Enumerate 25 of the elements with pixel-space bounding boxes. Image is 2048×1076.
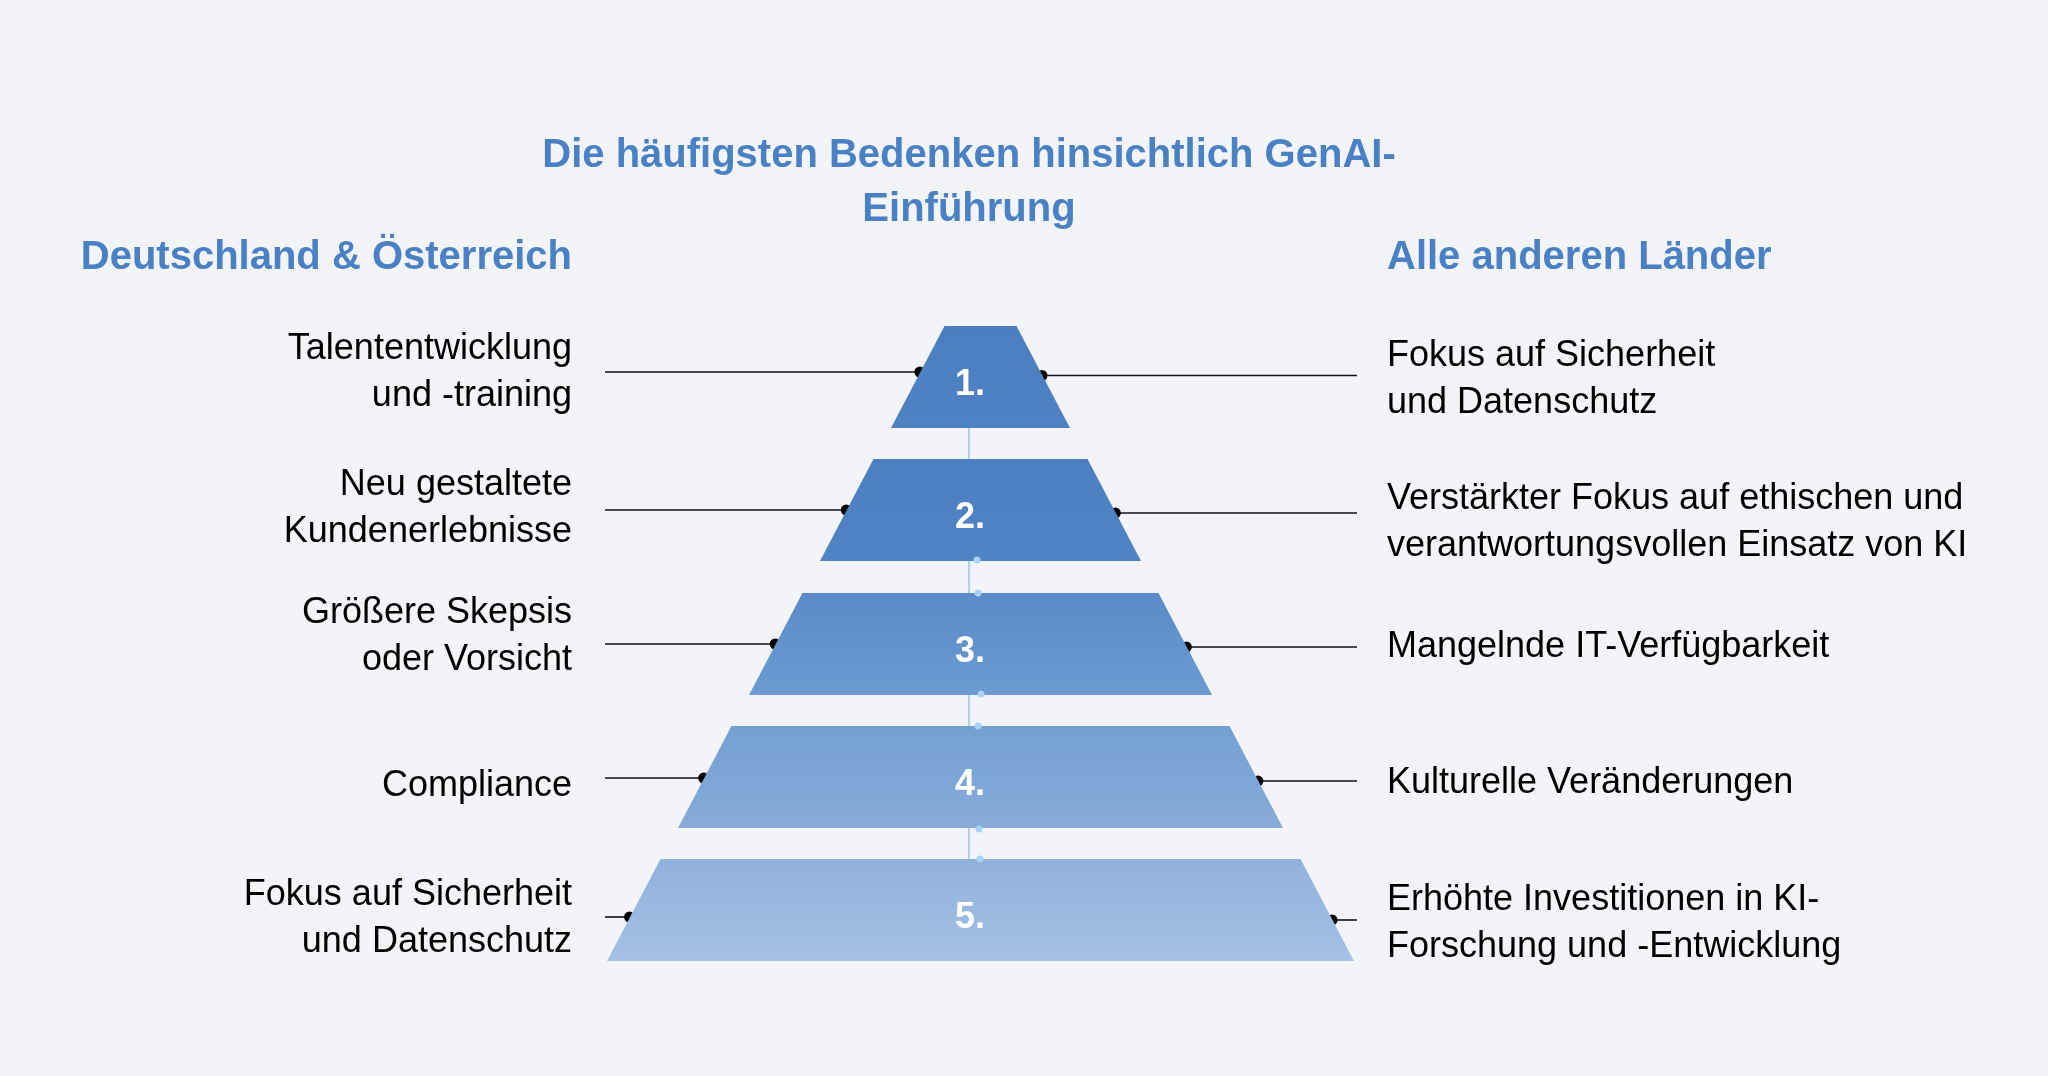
pyramid-tier: 5. xyxy=(606,859,1354,961)
concern-label: Mangelnde IT-Verfügbarkeit xyxy=(1387,621,1830,668)
concern-label: Neu gestaltete Kundenerlebnisse xyxy=(272,459,572,553)
pyramid-tier: 3. xyxy=(748,593,1212,695)
pyramid-tier: 1. xyxy=(890,326,1070,428)
pyramid-tier: 4. xyxy=(677,726,1283,828)
leader-line xyxy=(604,772,710,784)
connector-line xyxy=(968,827,970,860)
pyramid-tier: 2. xyxy=(819,459,1141,561)
connector-line xyxy=(968,560,970,594)
concern-label: Erhöhte Investitionen in KI-Forschung und -Entwicklung xyxy=(1387,874,1857,968)
concern-label: Talententwicklung und -training xyxy=(272,323,572,417)
diagram-title: Die häufigsten Bedenken hinsichtlich GenAI-Einführung xyxy=(541,130,1397,231)
connector-line xyxy=(968,694,970,727)
concern-label: Compliance xyxy=(381,760,572,807)
concern-label: Verstärkter Fokus auf ethischen und verantwortungsvollen Einsatz von KI xyxy=(1387,473,1987,567)
leader-line xyxy=(604,366,926,378)
concern-label: Fokus auf Sicherheit und Datenschutz xyxy=(1387,330,1732,424)
concern-label: Größere Skepsis oder Vorsicht xyxy=(287,587,572,681)
leader-line xyxy=(604,504,852,516)
column-heading: Deutschland & Österreich xyxy=(80,232,572,279)
column-heading: Alle anderen Länder xyxy=(1387,232,1772,279)
connector-line xyxy=(968,427,970,460)
concern-label: Kulturelle Veränderungen xyxy=(1387,757,1794,804)
concern-label: Fokus auf Sicherheit und Datenschutz xyxy=(227,869,572,963)
